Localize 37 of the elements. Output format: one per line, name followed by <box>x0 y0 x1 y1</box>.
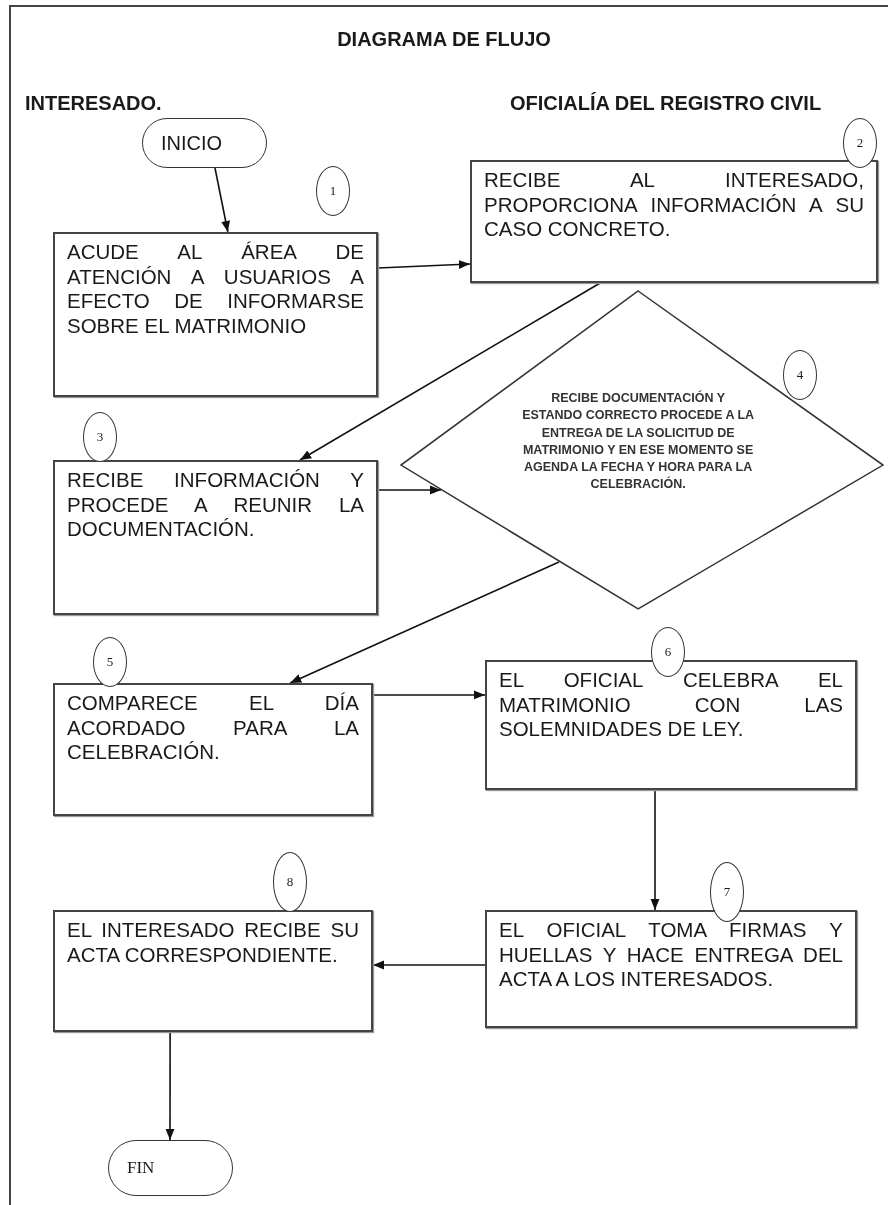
step-description: COMPARECE EL DÍA ACORDADO PARA LA CELEBRACIÓN. <box>67 691 359 765</box>
lane-heading: INTERESADO. <box>25 92 162 115</box>
step-number: 3 <box>83 412 117 462</box>
process-box <box>53 460 378 615</box>
terminal-shape <box>108 1140 233 1196</box>
process-box <box>53 910 373 1032</box>
terminal-label: INICIO <box>161 131 223 155</box>
arrow <box>650 789 660 911</box>
arrow <box>372 690 486 700</box>
process-box <box>485 910 857 1028</box>
arrow <box>377 485 442 495</box>
step-description: EL INTERESADO RECIBE SU ACTA CORRESPONDIENTE. <box>67 918 359 968</box>
step-description: RECIBE DOCUMENTACIÓN Y ESTANDO CORRECTO PROCEDE A LA ENTREGA DE LA SOLICITUD DE MATRIMONIO Y EN ESE MOMENTO SE AGENDA LA FECHA Y HORA PARA LA CELEBRACIÓN. <box>521 390 756 494</box>
process-box <box>53 232 378 397</box>
lane-heading: OFICIALÍA DEL REGISTRO CIVIL <box>510 92 822 115</box>
arrow <box>214 167 231 233</box>
step-number: 8 <box>273 852 307 912</box>
step-number: 2 <box>843 118 877 168</box>
process-box <box>485 660 857 790</box>
step-description: RECIBE INFORMACIÓN Y PROCEDE A REUNIR LA DOCUMENTACIÓN. <box>67 468 364 542</box>
arrow <box>165 1031 175 1141</box>
arrow <box>299 282 601 461</box>
terminal-shape <box>142 118 267 168</box>
process-box <box>53 683 373 816</box>
arrow <box>372 960 486 970</box>
step-number: 5 <box>93 637 127 687</box>
arrow <box>289 561 560 684</box>
step-number: 4 <box>783 350 817 400</box>
process-box <box>470 160 878 283</box>
step-description: ACUDE AL ÁREA DE ATENCIÓN A USUARIOS A EFECTO DE INFORMARSE SOBRE EL MATRIMONIO <box>67 240 364 339</box>
arrow <box>377 260 471 269</box>
step-number: 7 <box>710 862 744 922</box>
step-number: 6 <box>651 627 685 677</box>
terminal-label: FIN <box>127 1158 155 1178</box>
diagram-title: DIAGRAMA DE FLUJO <box>336 28 552 51</box>
step-number: 1 <box>316 166 350 216</box>
step-description: RECIBE AL INTERESADO, PROPORCIONA INFORMACIÓN A SU CASO CONCRETO. <box>484 168 864 242</box>
